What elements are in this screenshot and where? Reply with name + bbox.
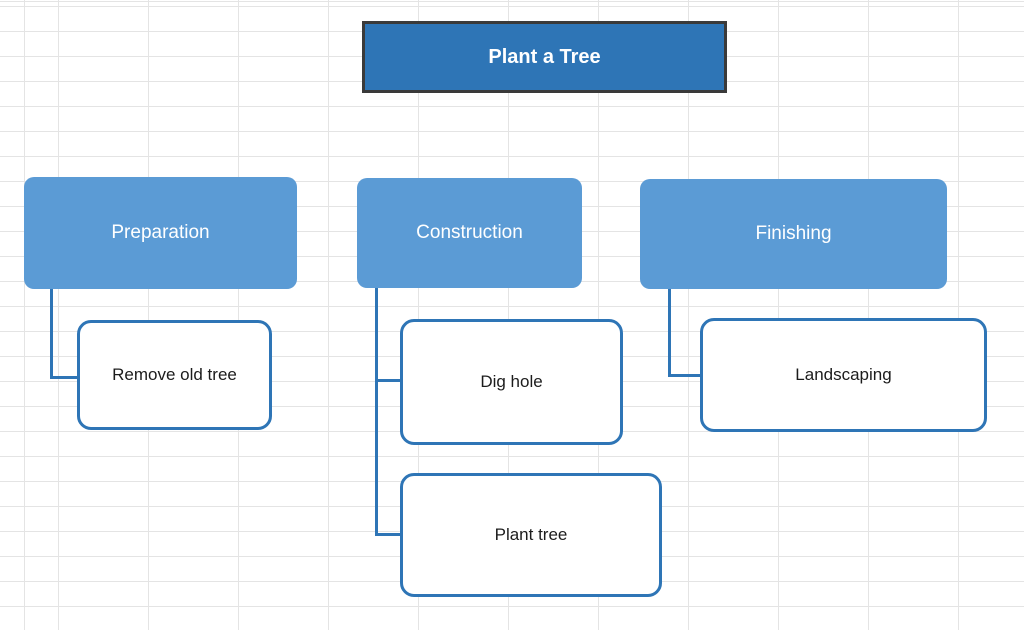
connector-preparation-vertical[interactable] [50,289,53,379]
node-task-plant-tree[interactable]: Plant tree [400,473,662,597]
node-task-dig-hole[interactable]: Dig hole [400,319,623,445]
node-phase-construction[interactable]: Construction [357,178,582,288]
connector-construction-to-plant-tree[interactable] [375,533,400,536]
connector-construction-vertical[interactable] [375,288,378,536]
connector-construction-to-dig-hole[interactable] [375,379,400,382]
node-title[interactable]: Plant a Tree [362,21,727,93]
connector-finishing-to-landscaping[interactable] [668,374,700,377]
node-phase-finishing[interactable]: Finishing [640,179,947,289]
node-task-landscaping[interactable]: Landscaping [700,318,987,432]
node-phase-preparation[interactable]: Preparation [24,177,297,289]
connector-finishing-vertical[interactable] [668,289,671,377]
connector-preparation-to-remove-old-tree[interactable] [50,376,77,379]
node-task-remove-old-tree[interactable]: Remove old tree [77,320,272,430]
